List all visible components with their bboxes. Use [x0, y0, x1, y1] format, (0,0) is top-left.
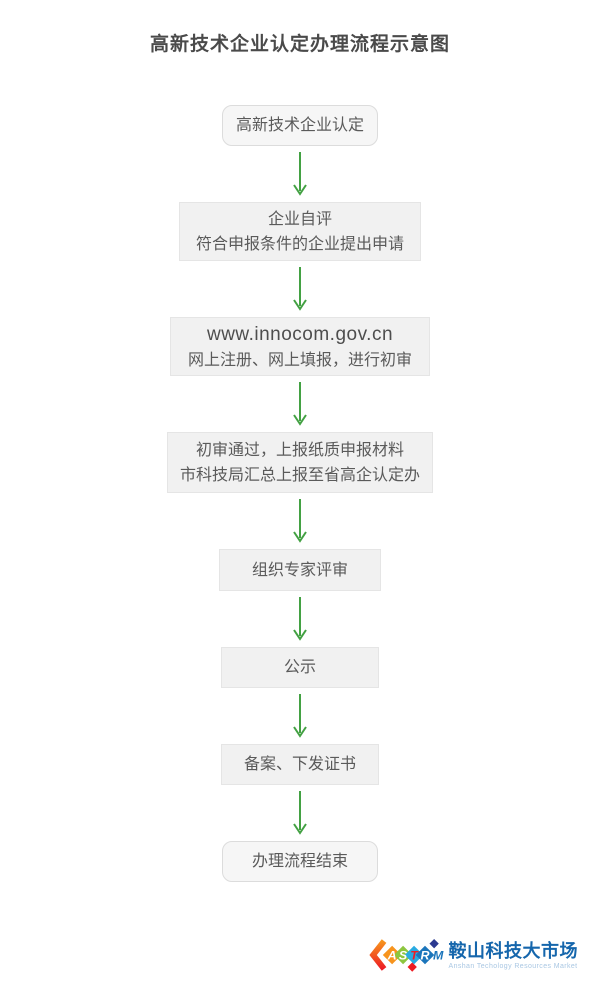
- flow-arrow: [292, 266, 308, 312]
- step-line: 符合申报条件的企业提出申请: [195, 235, 404, 253]
- logo-letter: T: [410, 948, 419, 962]
- flow-step-start: 高新技术企业认定: [222, 105, 378, 146]
- logo-subtitle-en: Anshan Techology Resources Market: [448, 962, 578, 970]
- down-arrow-icon: [293, 499, 307, 543]
- flow-step-online-registration: www.innocom.gov.cn 网上注册、网上填报，进行初审: [170, 317, 430, 376]
- flow-arrow: [292, 381, 308, 427]
- flow-arrow: [292, 693, 308, 739]
- logo-letter: S: [398, 948, 407, 962]
- step-line: 企业自评: [267, 210, 332, 228]
- flow-arrow: [292, 596, 308, 642]
- flow-arrow: [292, 151, 308, 197]
- flow-step-certificate: 备案、下发证书: [221, 744, 379, 785]
- blue-diamond-icon: [415, 945, 434, 965]
- down-arrow-icon: [293, 152, 307, 196]
- left-chevron-icon: [368, 939, 386, 971]
- flow-arrow: [292, 790, 308, 836]
- step-label: 组织专家评审: [251, 561, 348, 579]
- step-label: 高新技术企业认定: [235, 117, 364, 134]
- green-diamond-icon: [393, 945, 412, 965]
- flow-step-self-evaluation: 企业自评 符合申报条件的企业提出申请: [179, 202, 421, 261]
- down-arrow-icon: [293, 791, 307, 835]
- step-label: 备案、下发证书: [243, 756, 356, 773]
- red-diamond-icon: [407, 962, 417, 972]
- step-line-url: www.innocom.gov.cn: [206, 323, 394, 345]
- flow-step-publicity: 公示: [221, 647, 379, 688]
- flow-step-expert-review: 组织专家评审: [219, 549, 381, 591]
- step-line: 初审通过，上报纸质申报材料: [195, 441, 404, 459]
- down-arrow-icon: [293, 382, 307, 426]
- step-label: 公示: [283, 659, 316, 676]
- logo-letter: A: [386, 948, 396, 962]
- flow-arrow: [292, 498, 308, 544]
- astrm-logo-icon: A S T R M: [368, 939, 443, 972]
- lightblue-diamond-icon: [404, 945, 423, 965]
- logo-title-zh: 鞍山科技大市场: [448, 940, 578, 961]
- down-arrow-icon: [293, 597, 307, 641]
- logo-text-block: 鞍山科技大市场 Anshan Techology Resources Marke…: [449, 941, 579, 970]
- page-title: 高新技术企业认定办理流程示意图: [149, 34, 450, 55]
- down-arrow-icon: [293, 694, 307, 738]
- flow-step-paper-submission: 初审通过，上报纸质申报材料 市科技局汇总上报至省高企认定办: [167, 432, 433, 493]
- flow-step-end: 办理流程结束: [222, 841, 378, 882]
- step-line: 市科技局汇总上报至省高企认定办: [179, 466, 420, 484]
- logo-letter: R: [420, 948, 429, 962]
- step-label: 办理流程结束: [251, 853, 348, 870]
- step-line: 网上注册、网上填报，进行初审: [187, 351, 412, 369]
- logo-letter: M: [432, 948, 443, 962]
- down-arrow-icon: [293, 267, 307, 311]
- navy-diamond-icon: [428, 939, 439, 949]
- flow-diagram: 高新技术企业认定 企业自评 符合申报条件的企业提出申请 www.innocom.…: [0, 105, 600, 882]
- astrm-logo: A S T R M 鞍山科技大市场 Anshan Techology Resou…: [368, 934, 579, 976]
